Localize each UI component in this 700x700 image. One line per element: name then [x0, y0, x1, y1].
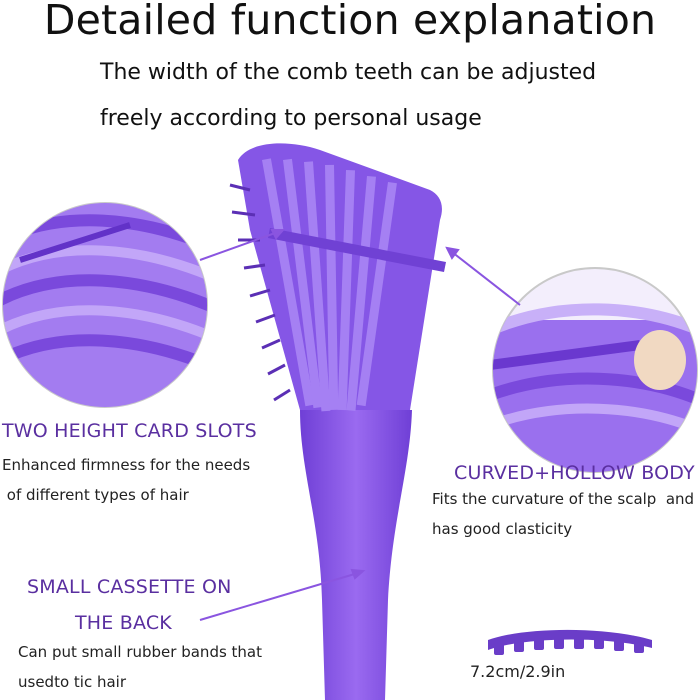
cassette-piece — [488, 629, 652, 655]
feature-cassette-title-2: THE BACK — [75, 612, 172, 634]
pointer-lines — [199, 229, 521, 621]
zoom-circle-card-slots — [2, 202, 208, 408]
subtitle-line-1: The width of the comb teeth can be adjus… — [100, 60, 597, 85]
feature-slots-text-2: of different types of hair — [2, 486, 189, 504]
feature-slots-title: TWO HEIGHT CARD SLOTS — [2, 420, 257, 442]
size-label: 7.2cm/2.9in — [470, 662, 566, 681]
feature-cassette-text-1: Can put small rubber bands that — [18, 643, 263, 661]
feature-body-title: CURVED+HOLLOW BODY — [454, 462, 695, 484]
feature-body-text-1: Fits the curvature of the scalp and — [432, 490, 695, 508]
page-title: Detailed function explanation — [43, 0, 657, 44]
feature-body-text-2: has good clasticity — [432, 520, 573, 538]
feature-slots-text-1: Enhanced firmness for the needs — [2, 456, 251, 474]
subtitle-line-2: freely according to personal usage — [100, 106, 482, 131]
brush-handle — [300, 410, 412, 700]
feature-cassette-text-2: usedto tic hair — [18, 673, 126, 691]
feature-cassette-title-1: SMALL CASSETTE ON — [27, 576, 232, 598]
zoom-circle-curved-body — [492, 267, 698, 473]
brush-head — [229, 143, 446, 412]
